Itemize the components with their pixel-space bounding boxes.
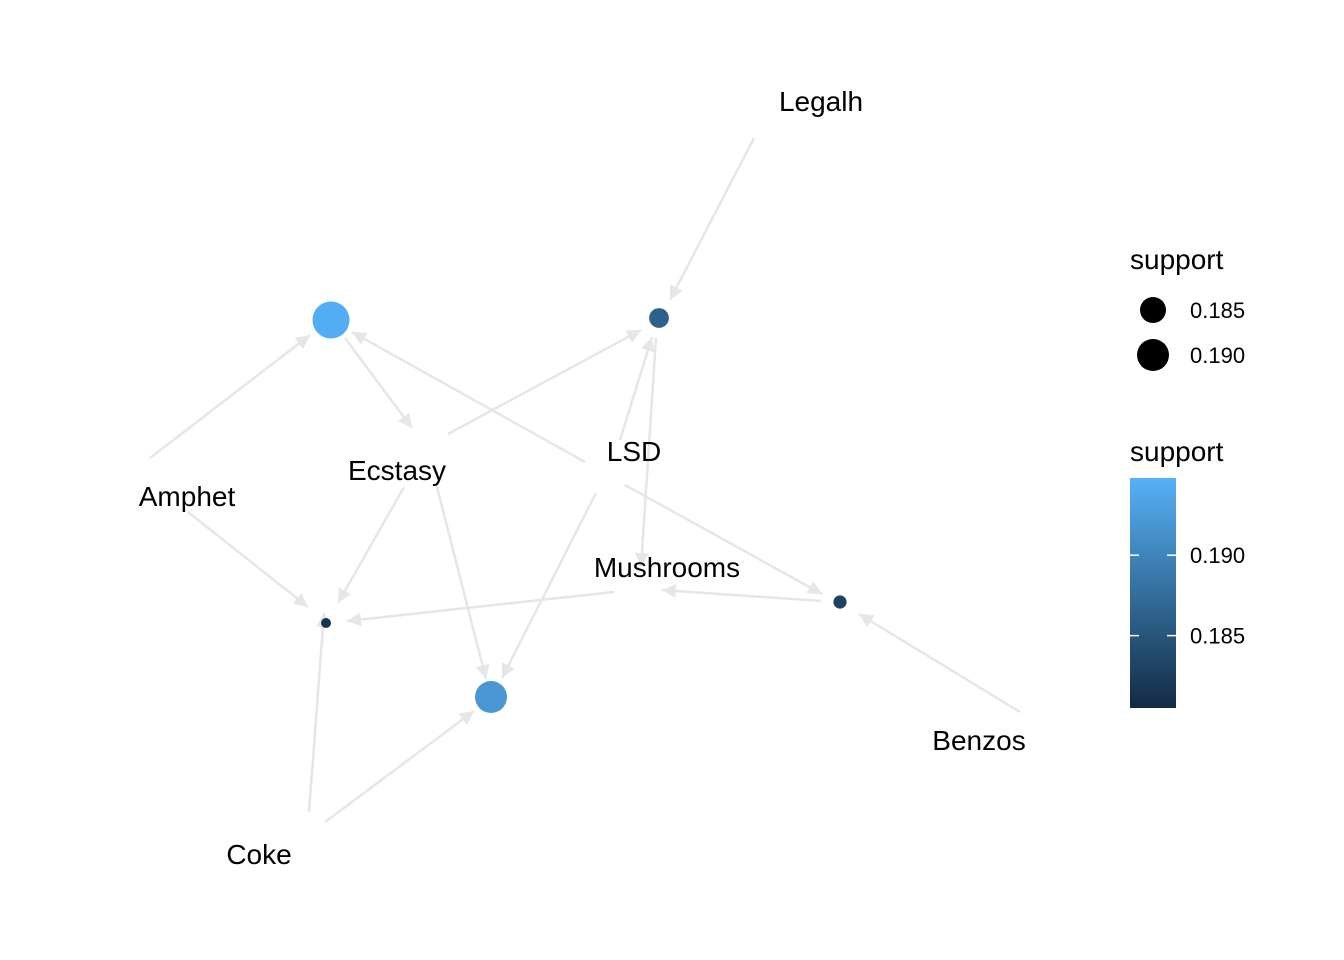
item-label-mushrooms: Mushrooms: [594, 552, 740, 583]
size-legend-label-large: 0.190: [1190, 343, 1245, 368]
edge-lsd-to-r3: [500, 492, 598, 679]
edge-coke-to-r4: [307, 612, 330, 813]
edge-r1-to-ecstasy: [343, 337, 414, 429]
edge-lsd-to-r1: [351, 330, 586, 464]
item-label-amphet: Amphet: [139, 481, 236, 512]
color-legend: support 0.190 0.185: [1130, 436, 1245, 708]
color-legend-ticks: 0.190 0.185: [1130, 543, 1245, 649]
rule-node-r2: [649, 308, 669, 328]
color-legend-tick-label-1: 0.185: [1190, 624, 1245, 649]
item-label-lsd: LSD: [607, 436, 661, 467]
item-label-coke: Coke: [226, 839, 291, 870]
edge-ecstasy-to-r3: [435, 486, 490, 680]
size-legend-key-small: [1140, 297, 1166, 323]
color-legend-bar: [1130, 478, 1176, 708]
color-legend-tick-label-0: 0.190: [1190, 543, 1245, 568]
size-legend-label-small: 0.185: [1190, 298, 1245, 323]
edge-benzos-to-r5: [858, 612, 1021, 714]
edge-lsd-to-r2: [618, 336, 655, 441]
edge-lsd-to-r5: [624, 483, 823, 596]
edge-ecstasy-to-r2: [447, 328, 642, 436]
rule-node-r1: [312, 301, 350, 339]
size-legend-key-large: [1137, 339, 1169, 371]
edge-mushrooms-to-r4: [346, 590, 615, 627]
rule-node-r5: [833, 595, 847, 609]
size-legend-title: support: [1130, 244, 1224, 275]
edge-r5-to-mushrooms: [661, 583, 822, 603]
edge-legalh-to-r2: [668, 137, 756, 301]
color-legend-title: support: [1130, 436, 1224, 467]
edge-ecstasy-to-r4: [336, 486, 406, 604]
item-label-legalh: Legalh: [779, 86, 863, 117]
item-label-benzos: Benzos: [932, 725, 1025, 756]
edge-amphet-to-r1: [149, 334, 311, 459]
edge-coke-to-r3: [324, 709, 475, 824]
edge-amphet-to-r4: [187, 511, 309, 608]
item-label-ecstasy: Ecstasy: [348, 455, 446, 486]
edge-r2-to-mushrooms: [634, 337, 658, 568]
size-legend: support 0.185 0.190: [1130, 244, 1245, 371]
rule-node-r4: [321, 618, 331, 628]
rule-node-r3: [475, 681, 507, 713]
edge-layer: [149, 137, 1021, 824]
item-label-layer: Amphet Benzos Coke Ecstasy Legalh LSD Mu…: [139, 86, 1026, 870]
rule-node-layer: [312, 301, 847, 713]
